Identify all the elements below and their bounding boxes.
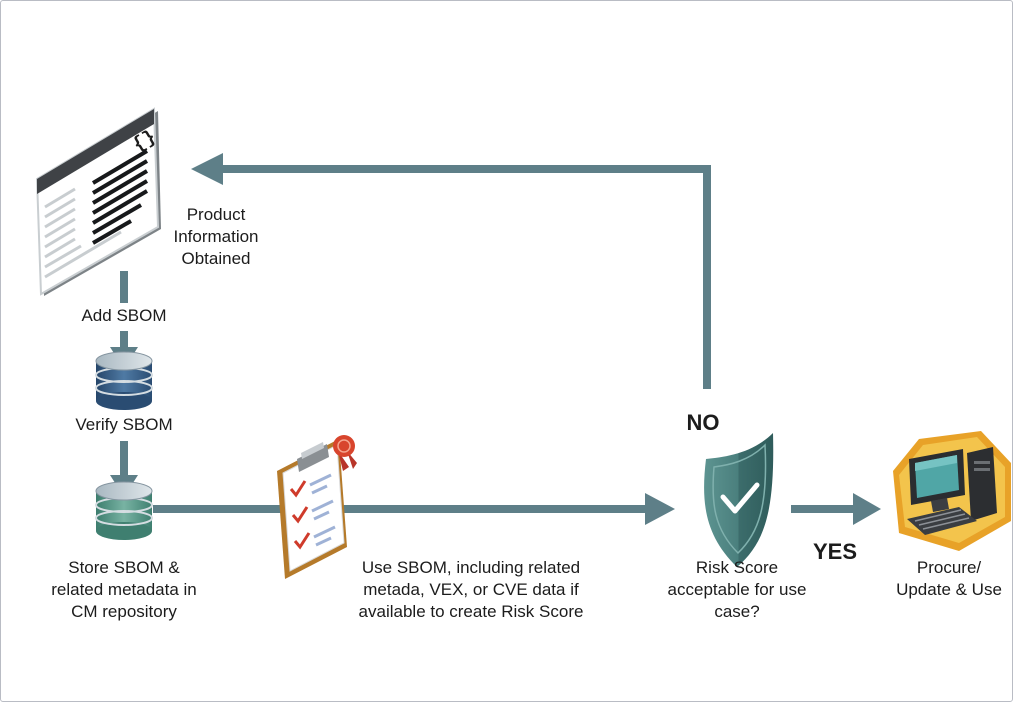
product-information-label: Product Information Obtained: [173, 205, 259, 268]
no-loop-arrow: [211, 165, 711, 389]
no-label: NO: [686, 410, 720, 435]
yes-label: YES: [812, 539, 858, 564]
database-icon: [95, 481, 153, 540]
verify-sbom-label: Verify SBOM: [75, 415, 173, 434]
add-sbom-label: Add SBOM: [81, 306, 167, 325]
risk-score-question-label: Risk Score acceptable for use case?: [667, 558, 807, 621]
shield-check-icon: [704, 433, 774, 567]
store-sbom-label: Store SBOM & related metadata in CM repo…: [51, 558, 197, 621]
no-loop-arrowhead: [191, 153, 223, 185]
checklist-clipboard-icon: [277, 435, 357, 579]
database-icon: [95, 351, 153, 410]
use-sbom-label: Use SBOM, including related metada, VEX,…: [358, 558, 584, 621]
procure-update-use-label: Procure/ Update & Use: [896, 558, 1002, 599]
desktop-computer-icon: [893, 431, 1011, 551]
document-code-icon: {}: [35, 107, 161, 296]
